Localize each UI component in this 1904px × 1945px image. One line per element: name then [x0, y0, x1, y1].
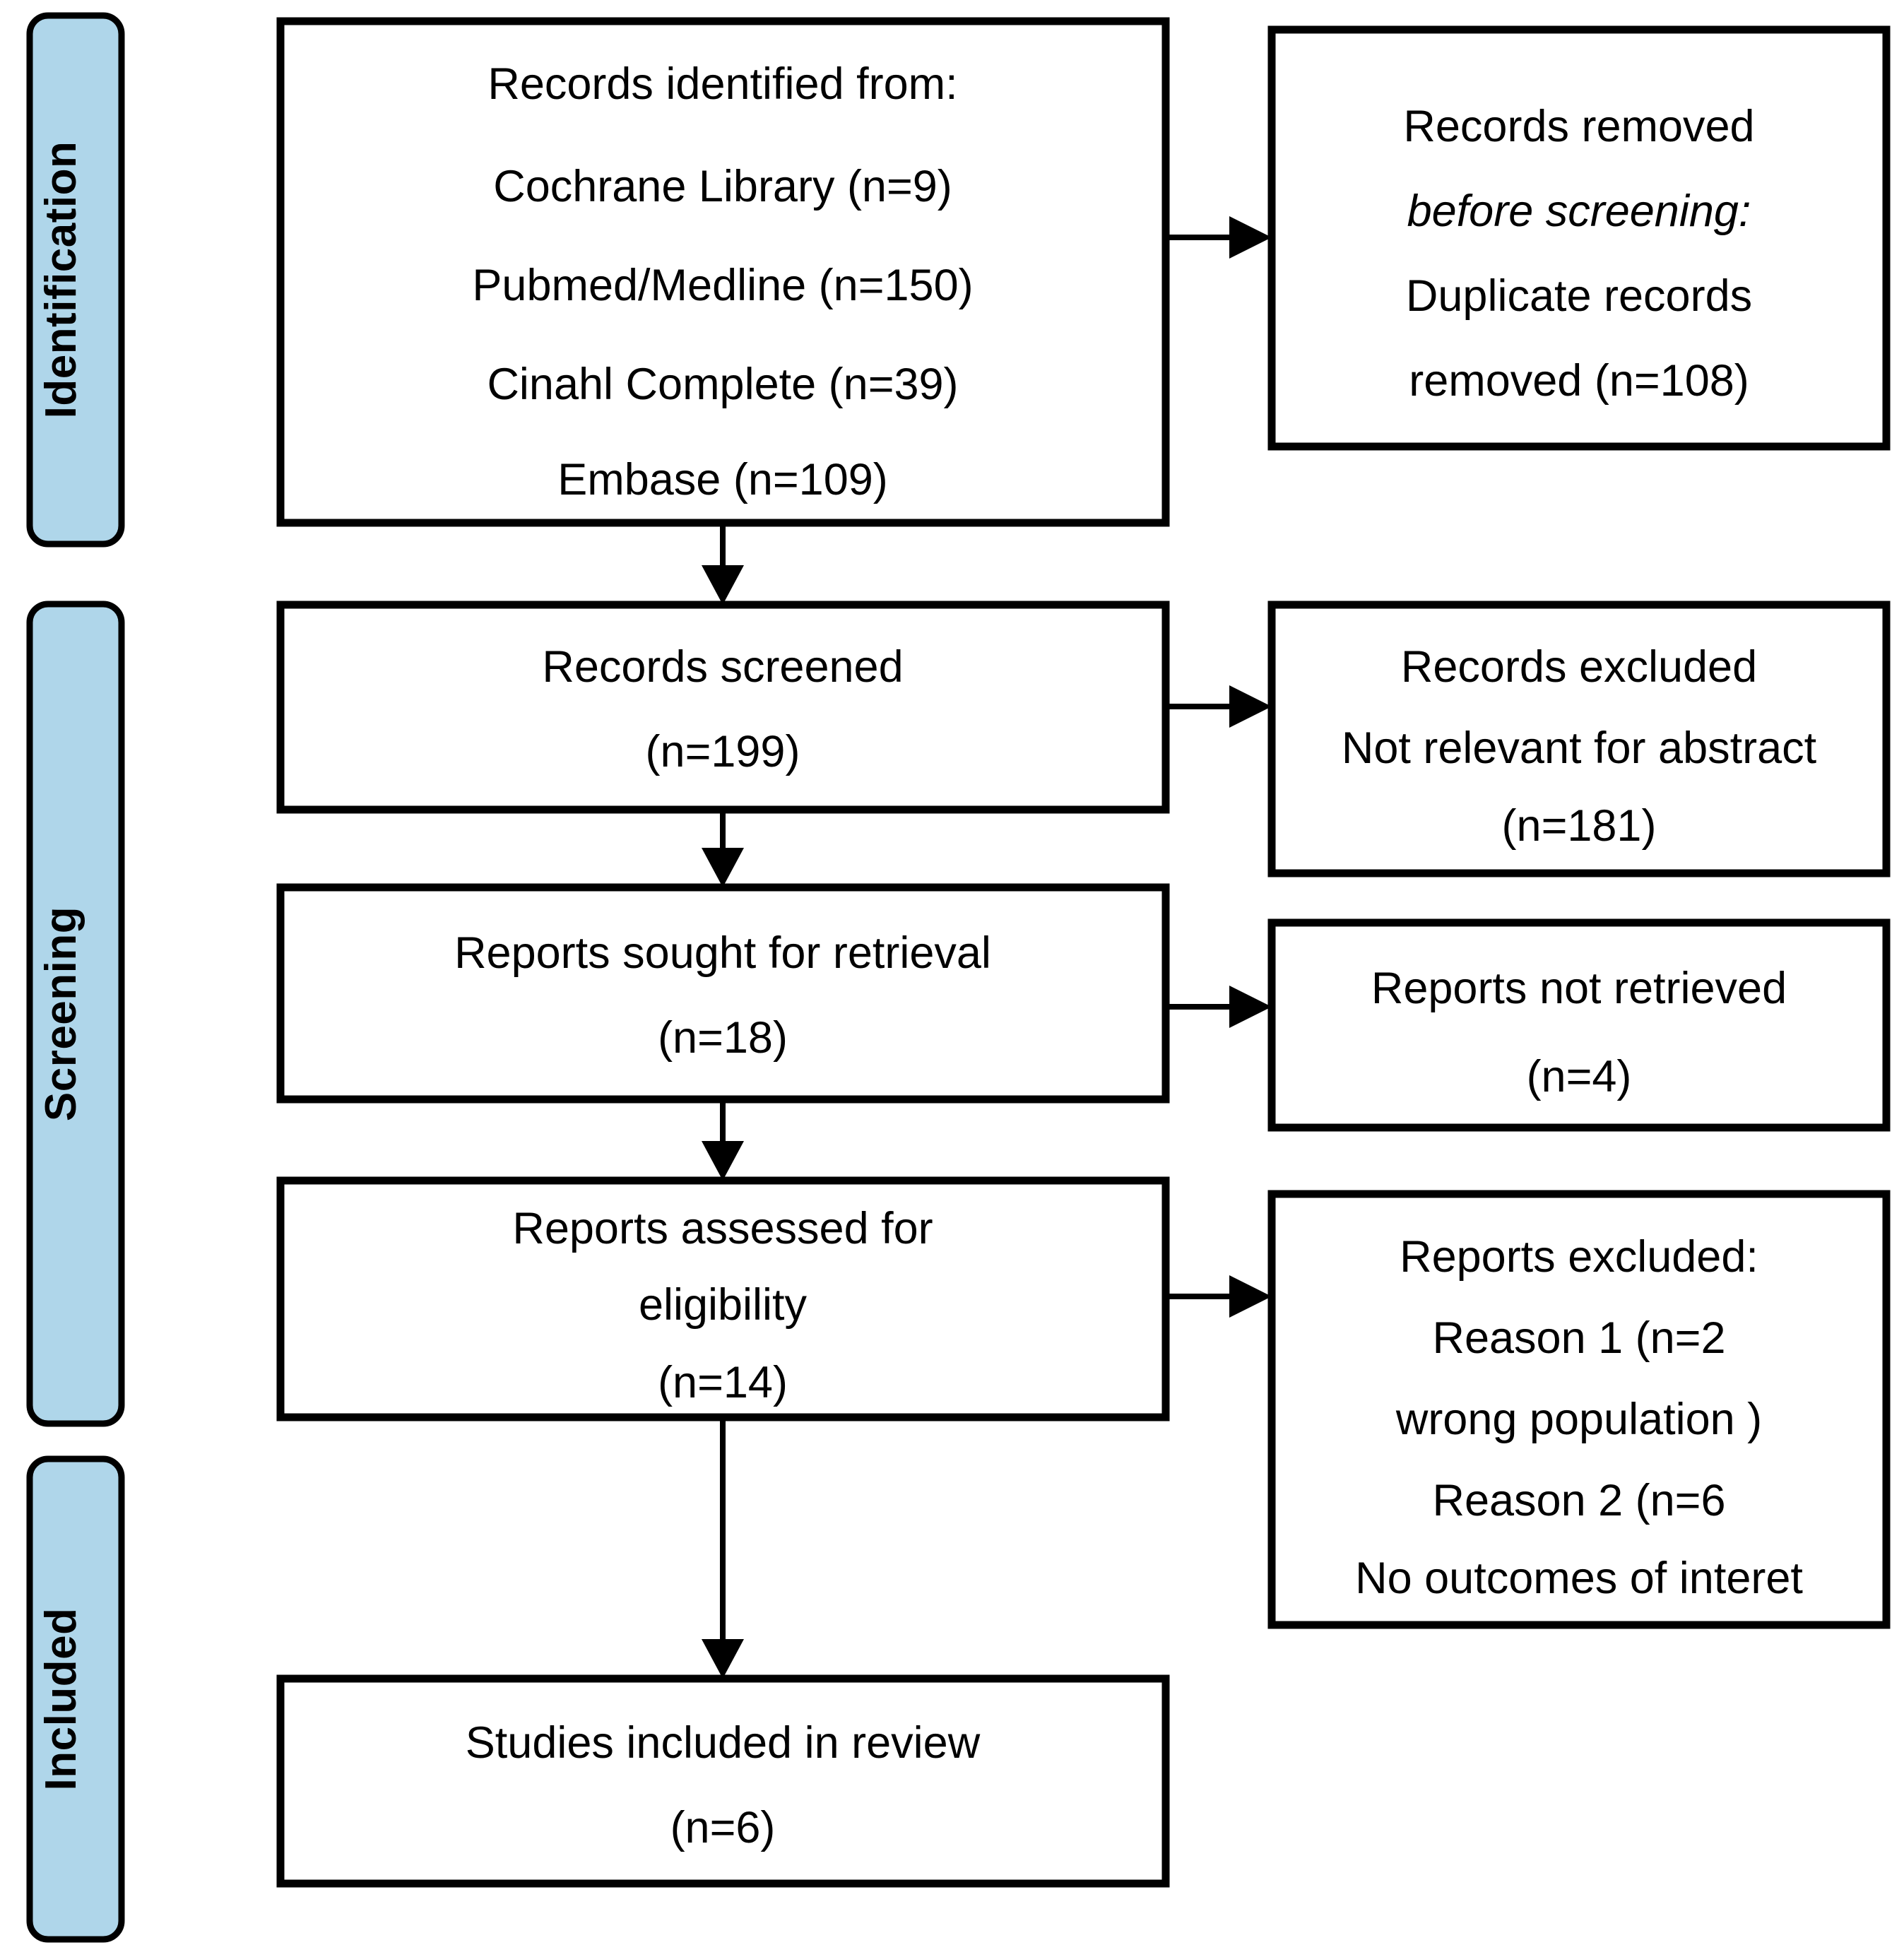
records-removed-line-1: before screening:: [1407, 187, 1751, 236]
records-removed-box[interactable]: Records removed before screening: Duplic…: [1267, 25, 1891, 451]
records-excluded-line-0: Records excluded: [1401, 642, 1757, 692]
connector-assessed-to-studies-included: [702, 1417, 744, 1679]
reports-assessed-box[interactable]: Reports assessed for eligibility (n=14): [276, 1176, 1170, 1421]
reports-sought-line-1: (n=18): [658, 1013, 788, 1063]
reports-assessed-line-1: eligibility: [639, 1280, 808, 1330]
connector-sought-to-assessed: [702, 1102, 744, 1181]
reports-assessed-line-0: Reports assessed for: [512, 1204, 933, 1253]
records-screened-line-0: Records screened: [542, 642, 903, 692]
connector-identified-to-removed: [1166, 216, 1272, 259]
reports-assessed-box-rect: [276, 1176, 1170, 1421]
records-excluded-line-2: (n=181): [1502, 801, 1657, 851]
stage-tab-included-label: Included: [37, 1608, 85, 1791]
reports-excluded-line-3: Reason 2 (n=6: [1432, 1476, 1725, 1525]
records-screened-box[interactable]: Records screened (n=199): [276, 601, 1170, 814]
records-removed-line-2: Duplicate records: [1406, 271, 1752, 321]
records-screened-box-rect: [276, 601, 1170, 814]
studies-included-box[interactable]: Studies included in review (n=6): [276, 1674, 1170, 1888]
records-identified-line-1: Cochrane Library (n=9): [493, 162, 952, 211]
reports-not-retrieved-line-1: (n=4): [1527, 1052, 1632, 1101]
reports-excluded-line-4: No outcomes of interet: [1355, 1554, 1803, 1603]
records-excluded-line-1: Not relevant for abstract: [1342, 723, 1817, 773]
records-identified-line-3: Cinahl Complete (n=39): [487, 360, 958, 409]
reports-assessed-line-2: (n=14): [658, 1358, 788, 1407]
studies-included-box-rect: [276, 1674, 1170, 1888]
connector-identified-to-screened: [702, 523, 744, 605]
stage-tab-screening[interactable]: Screening: [26, 601, 125, 1427]
records-removed-line-3: removed (n=108): [1409, 356, 1749, 406]
records-identified-box-rect: [276, 17, 1170, 527]
connector-sought-to-not-retrieved: [1166, 986, 1272, 1028]
studies-included-line-0: Studies included in review: [466, 1718, 981, 1768]
records-removed-box-rect: [1267, 25, 1891, 451]
reports-excluded-line-2: wrong population ): [1395, 1395, 1762, 1444]
reports-excluded-line-1: Reason 1 (n=2: [1432, 1313, 1725, 1363]
records-excluded-box-rect: [1267, 601, 1891, 877]
stage-tab-identification-rect: [26, 12, 125, 548]
connector-assessed-to-reports-excluded: [1166, 1275, 1272, 1318]
reports-excluded-box[interactable]: Reports excluded: Reason 1 (n=2 wrong po…: [1267, 1190, 1891, 1629]
stage-tab-included-rect: [26, 1455, 125, 1943]
records-identified-line-2: Pubmed/Medline (n=150): [472, 261, 973, 310]
records-identified-box[interactable]: Records identified from: Cochrane Librar…: [276, 17, 1170, 527]
records-screened-line-1: (n=199): [646, 727, 800, 776]
connector-screened-to-excluded: [1166, 685, 1272, 728]
stage-tab-identification[interactable]: Identification: [26, 12, 125, 548]
reports-sought-box[interactable]: Reports sought for retrieval (n=18): [276, 883, 1170, 1104]
reports-sought-box-rect: [276, 883, 1170, 1104]
records-removed-line-0: Records removed: [1403, 102, 1754, 151]
reports-not-retrieved-box[interactable]: Reports not retrieved (n=4): [1267, 918, 1891, 1132]
reports-excluded-box-rect: [1267, 1190, 1891, 1629]
reports-sought-line-0: Reports sought for retrieval: [454, 928, 991, 978]
reports-not-retrieved-box-rect: [1267, 918, 1891, 1132]
reports-excluded-line-0: Reports excluded:: [1400, 1232, 1758, 1282]
records-identified-line-4: Embase (n=109): [557, 455, 888, 504]
reports-not-retrieved-line-0: Reports not retrieved: [1371, 964, 1787, 1013]
records-excluded-box[interactable]: Records excluded Not relevant for abstra…: [1267, 601, 1891, 877]
records-identified-line-0: Records identified from:: [487, 59, 957, 109]
studies-included-line-1: (n=6): [670, 1803, 776, 1852]
connector-screened-to-sought: [702, 809, 744, 887]
stage-tab-screening-rect: [26, 601, 125, 1427]
stage-tab-screening-label: Screening: [37, 906, 85, 1121]
stage-tab-included[interactable]: Included: [26, 1455, 125, 1943]
stage-tab-identification-label: Identification: [37, 141, 85, 419]
